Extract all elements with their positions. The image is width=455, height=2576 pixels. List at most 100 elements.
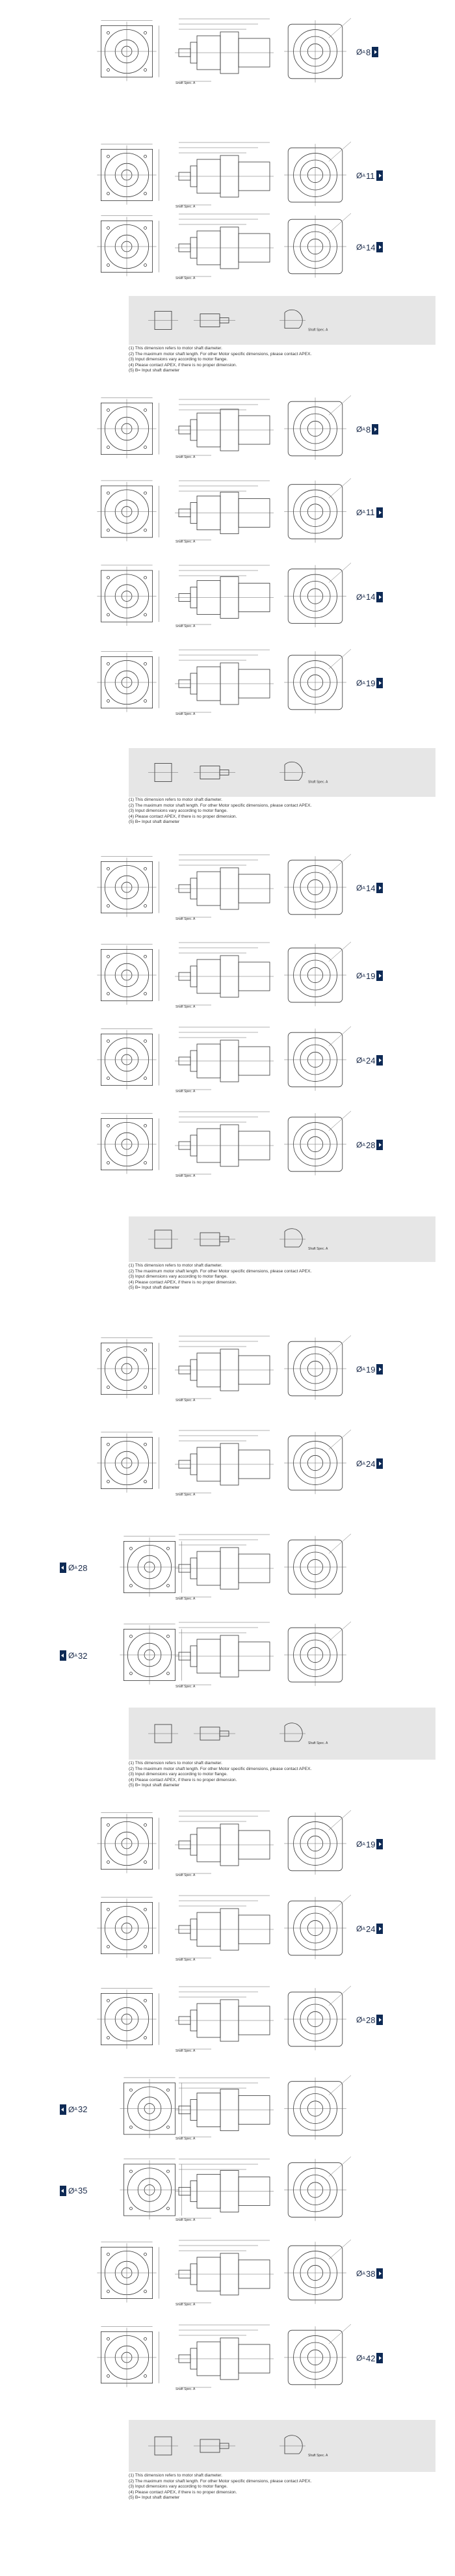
shaft-spec-label: Shaft Spec. A — [176, 2303, 196, 2307]
arrow-tag-icon — [376, 1140, 384, 1150]
svg-text:Shaft Spec. A: Shaft Spec. A — [308, 329, 328, 332]
shaft-spec-label: Shaft Spec. A — [176, 1493, 196, 1497]
footnotes: (1) This dimension refers to motor shaft… — [129, 798, 434, 825]
diameter-suffix: A — [362, 1842, 366, 1847]
footnotes: (1) This dimension refers to motor shaft… — [129, 2473, 434, 2501]
front-view-drawing — [114, 1613, 185, 1691]
output-flange-drawing — [280, 556, 351, 631]
arrow-tag-icon — [376, 2268, 384, 2279]
front-view-drawing — [91, 10, 162, 88]
front-view-drawing — [91, 1886, 162, 1965]
side-section-drawing — [172, 1421, 276, 1499]
output-flange-drawing — [280, 1886, 351, 1965]
diameter-symbol: Ø — [356, 2269, 363, 2278]
output-flange-drawing — [280, 1421, 351, 1499]
shaft-spec-label: Shaft Spec. A — [176, 1399, 196, 1402]
diameter-value: 8 — [366, 47, 371, 57]
shaft-spec-label: Shaft Spec. A — [176, 1174, 196, 1178]
shaft-spec-label: Shaft Spec. A — [176, 1685, 196, 1689]
diameter-suffix: A — [362, 1142, 366, 1147]
side-section-drawing — [172, 472, 276, 546]
output-flange-drawing — [280, 641, 351, 719]
side-section-drawing — [172, 2316, 276, 2394]
output-flange-drawing — [280, 933, 351, 1012]
shaft-detail-panel: Shaft Spec. A — [129, 296, 436, 345]
arrow-tag-icon — [372, 424, 379, 435]
output-flange-drawing — [280, 846, 351, 924]
output-flange-drawing — [280, 205, 351, 283]
arrow-tag-icon — [376, 591, 384, 602]
diameter-symbol: Ø — [356, 883, 363, 892]
side-section-drawing — [172, 390, 276, 462]
side-section-drawing — [172, 641, 276, 719]
footnote-line: (5) B= Input shaft diameter — [129, 1285, 180, 1291]
diameter-suffix: A — [362, 973, 366, 978]
side-section-drawing — [172, 1103, 276, 1181]
diameter-suffix: A — [362, 2017, 366, 2022]
footnote-line: (4) Please contact APEX, if there is no … — [129, 814, 237, 819]
diameter-symbol: Ø — [356, 971, 363, 980]
diameter-value: 19 — [366, 971, 376, 981]
output-flange-drawing — [280, 390, 351, 462]
arrow-tag-icon — [376, 1458, 384, 1469]
footnote-line: (4) Please contact APEX, if there is no … — [129, 2489, 237, 2495]
shaft-spec-label: Shaft Spec. A — [176, 1597, 196, 1601]
svg-text:Shaft Spec. A: Shaft Spec. A — [308, 2454, 328, 2458]
diameter-value: 42 — [366, 2353, 376, 2363]
shaft-detail-panel: Shaft Spec. A — [129, 1708, 436, 1760]
diameter-value: 38 — [366, 2268, 376, 2279]
svg-text:Shaft Spec. A: Shaft Spec. A — [308, 1741, 328, 1745]
shaft-spec-label: Shaft Spec. A — [176, 917, 196, 921]
side-section-drawing — [172, 846, 276, 924]
output-flange-drawing — [280, 2150, 351, 2225]
diameter-suffix: A — [362, 427, 366, 432]
output-flange-drawing — [280, 1613, 351, 1691]
arrow-tag-icon — [60, 2104, 66, 2115]
diameter-symbol: Ø — [356, 507, 363, 517]
side-section-drawing — [172, 556, 276, 631]
diameter-value: 8 — [366, 424, 371, 435]
diameter-value: 28 — [366, 2015, 376, 2025]
diameter-symbol: Ø — [356, 1056, 363, 1065]
shaft-spec-label: Shaft Spec. A — [176, 540, 196, 544]
diameter-suffix: A — [362, 680, 366, 686]
footnote-line: (3) Input dimensions vary according to m… — [129, 2484, 228, 2489]
output-flange-drawing — [280, 2231, 351, 2309]
side-section-drawing — [172, 2231, 276, 2309]
svg-text:Shaft Spec. A: Shaft Spec. A — [308, 1247, 328, 1251]
side-section-drawing — [172, 1978, 276, 2056]
diameter-value: 19 — [366, 1839, 376, 1849]
shaft-spec-label: Shaft Spec. A — [176, 1958, 196, 1962]
diameter-suffix: A — [74, 1565, 78, 1570]
diameter-value: 32 — [78, 1650, 88, 1661]
shaft-detail-panel: Shaft Spec. A — [129, 748, 436, 797]
diameter-symbol: Ø — [356, 2015, 363, 2024]
arrow-tag-icon — [60, 1650, 66, 1661]
footnote-line: (4) Please contact APEX, if there is no … — [129, 1777, 237, 1782]
footnote-line: (1) This dimension refers to motor shaft… — [129, 1761, 222, 1765]
shaft-spec-label: Shaft Spec. A — [176, 1090, 196, 1093]
